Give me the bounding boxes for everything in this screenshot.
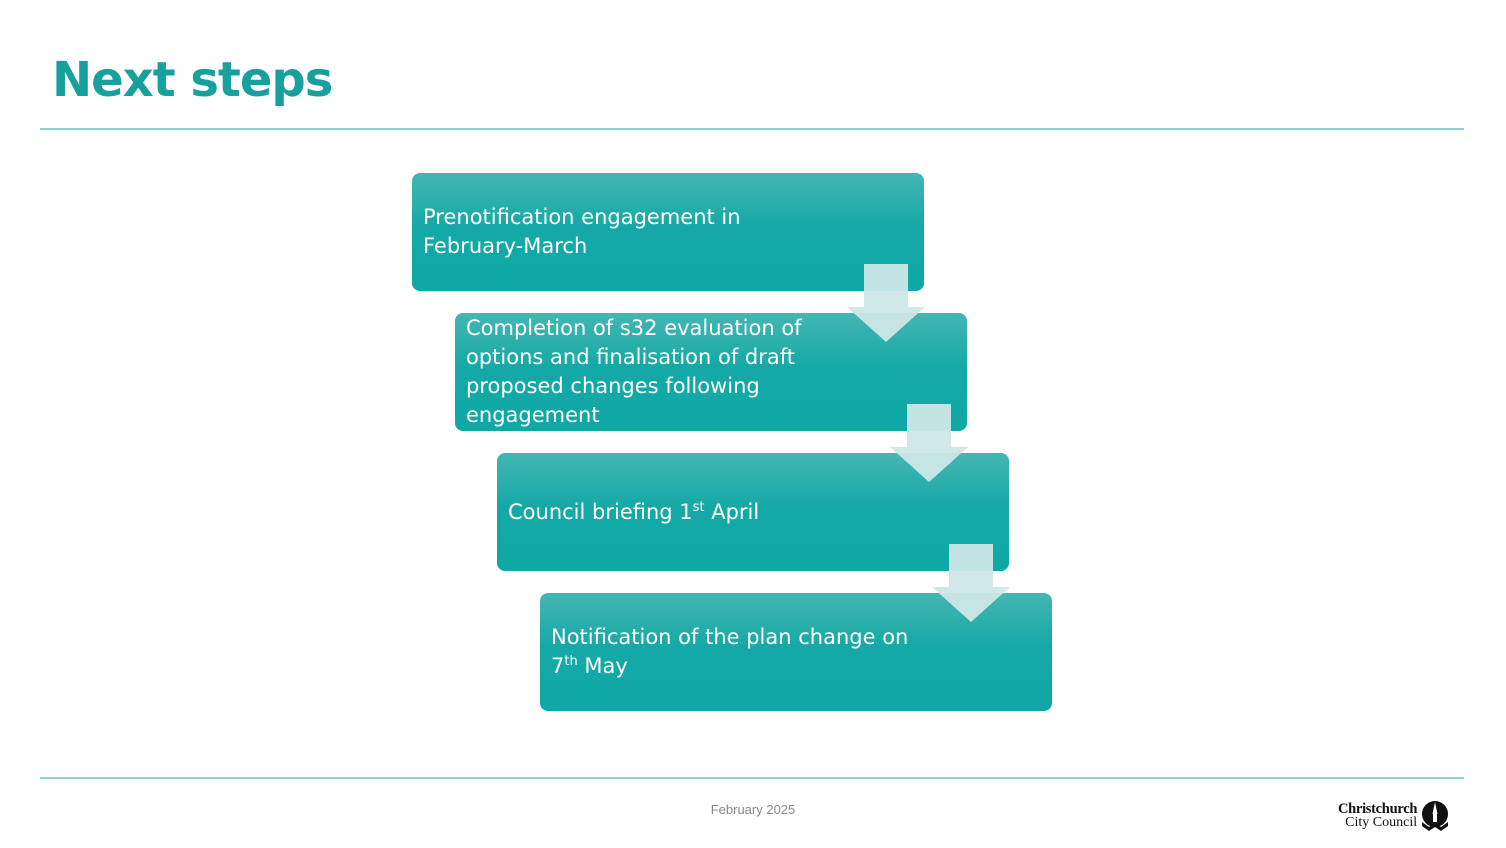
step-text: Prenotification engagement in February-M… <box>423 205 741 258</box>
step-text: Council briefing 1st April <box>508 499 760 524</box>
header-divider <box>40 128 1464 130</box>
down-arrow-icon <box>932 544 1010 622</box>
slide-title: Next steps <box>52 52 333 108</box>
footer-date: February 2025 <box>710 802 796 817</box>
cathedral-icon <box>1422 801 1449 831</box>
logo-line-1: Christchurch <box>1338 801 1418 817</box>
step-box-prenotification: Prenotification engagement in February-M… <box>412 173 924 291</box>
down-arrow-icon <box>890 404 968 482</box>
footer-divider <box>40 777 1464 779</box>
council-logo: Christchurch City Council <box>1338 798 1468 834</box>
step-text: Notification of the plan change on 7th M… <box>551 625 909 678</box>
step-text: Completion of s32 evaluation of options … <box>466 316 802 427</box>
logo-line-2: City Council <box>1345 815 1418 830</box>
down-arrow-icon <box>847 264 925 342</box>
